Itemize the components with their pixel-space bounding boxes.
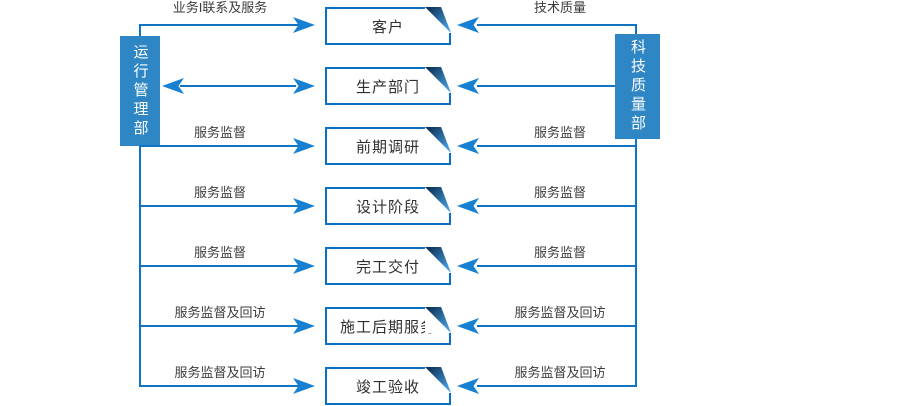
arrow-label: 技术质量 (533, 0, 586, 15)
arrowhead-left-icon (457, 78, 479, 94)
flow-node: 施工后期服务 (325, 307, 451, 345)
folded-corner-icon (425, 247, 451, 273)
arrow-line (477, 265, 637, 267)
flow-node: 设计阶段 (325, 187, 451, 225)
arrow-label: 服务监督 (533, 125, 586, 140)
arrowhead-left-icon (457, 198, 479, 214)
arrow-label: 服务监督 (533, 185, 586, 200)
arrow-line (139, 385, 301, 387)
folded-corner-icon (425, 187, 451, 213)
arrow-line (477, 325, 637, 327)
arrow-line (139, 145, 301, 147)
dept-box-operations: 运行管理部 (120, 36, 160, 146)
arrow-label: 服务监督及回访 (174, 305, 266, 320)
arrow-line (139, 205, 301, 207)
arrowhead-left-icon (457, 138, 479, 154)
arrow-line (477, 205, 637, 207)
arrow-label: 服务监督 (533, 245, 586, 260)
flow-node: 前期调研 (325, 127, 451, 165)
flow-node-label: 设计阶段 (355, 198, 420, 216)
flow-node-label: 前期调研 (355, 138, 420, 156)
arrow-line (139, 24, 301, 26)
flow-node: 客户 (325, 7, 451, 45)
arrowhead-left-icon (457, 318, 479, 334)
arrowhead-right-icon (293, 78, 315, 94)
arrow-label: 服务监督及回访 (514, 365, 606, 380)
arrow-label: 服务监督 (193, 125, 246, 140)
arrowhead-left-icon (457, 258, 479, 274)
flow-node-label: 施工后期服务 (339, 318, 436, 336)
arrow-label: 服务监督 (193, 185, 246, 200)
flow-node-label: 完工交付 (355, 258, 420, 276)
arrow-line (477, 385, 637, 387)
arrowhead-left-icon (457, 17, 479, 33)
flow-node-label: 竣工验收 (355, 378, 420, 396)
arrow-label: 服务监督 (193, 245, 246, 260)
arrow-label: 服务监督及回访 (174, 365, 266, 380)
arrow-line (139, 265, 301, 267)
folded-corner-icon (425, 67, 451, 93)
arrow-line (477, 24, 637, 26)
connector-vertical (635, 24, 637, 34)
folded-corner-icon (425, 7, 451, 33)
arrow-line (477, 145, 637, 147)
folded-corner-icon (425, 307, 451, 333)
flow-node-label: 生产部门 (355, 78, 420, 96)
arrow-line (477, 85, 615, 87)
arrow-line (139, 325, 301, 327)
flow-node: 完工交付 (325, 247, 451, 285)
connector-vertical (635, 139, 637, 387)
connector-vertical (139, 24, 141, 36)
arrowhead-left-icon (457, 378, 479, 394)
flow-node: 竣工验收 (325, 367, 451, 405)
arrow-label: 服务监督及回访 (514, 305, 606, 320)
arrow-label: 业务I联系及服务 (172, 0, 268, 15)
flow-node-label: 客户 (371, 18, 404, 36)
folded-corner-icon (425, 127, 451, 153)
dept-box-tech-quality: 科技质量部 (615, 34, 660, 139)
arrow-line (180, 85, 296, 87)
flow-node: 生产部门 (325, 67, 451, 105)
folded-corner-icon (425, 367, 451, 393)
